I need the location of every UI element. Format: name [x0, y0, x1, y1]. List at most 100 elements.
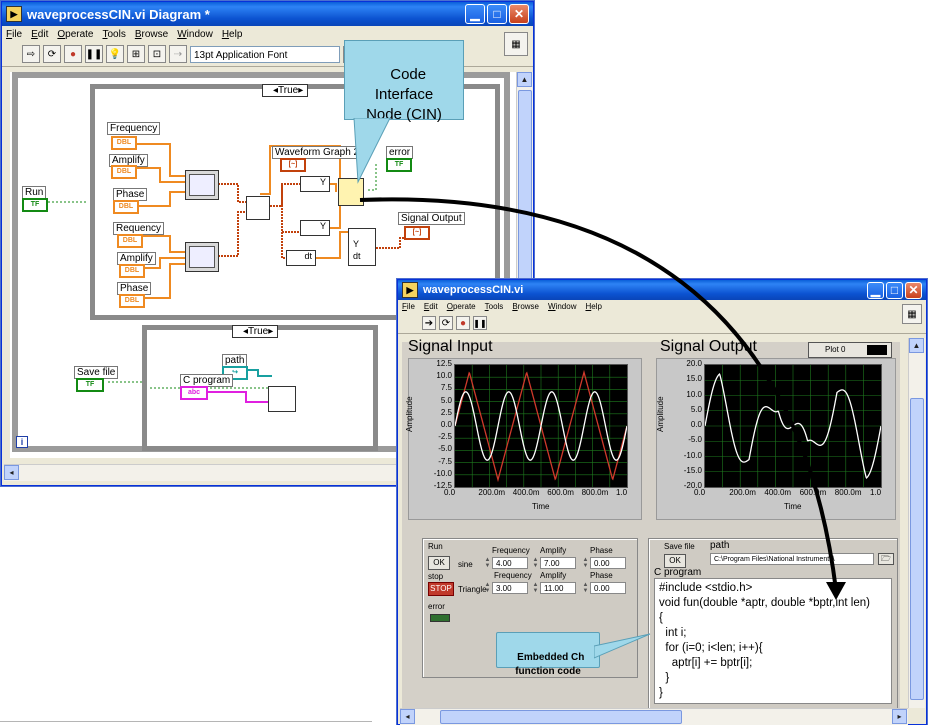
phase2-spinner-icon[interactable]: ▲▼	[582, 582, 589, 594]
run-continuously-icon[interactable]: ⟳	[43, 45, 61, 63]
phase1-spinner-icon[interactable]: ▲▼	[582, 557, 589, 569]
c-program-label: C program	[654, 567, 702, 578]
menu-window[interactable]: Window	[177, 28, 213, 40]
fp-menu-operate[interactable]: Operate	[446, 302, 476, 311]
signal-output-plot[interactable]	[704, 364, 882, 488]
minimize-button[interactable]: ▁	[465, 4, 485, 24]
fp-vi-icon[interactable]: ▦	[902, 304, 922, 324]
menu-operate[interactable]: Operate	[57, 28, 94, 40]
fp-vscroll[interactable]: ▲	[908, 338, 925, 708]
maximize-button[interactable]: □	[487, 4, 507, 24]
y-tick-label: -2.5	[438, 432, 452, 442]
fp-menu-edit[interactable]: Edit	[423, 302, 438, 311]
triangle-waveform-vi[interactable]	[185, 242, 219, 272]
scroll-left-icon[interactable]: ◂	[4, 465, 19, 480]
signal-output-terminal[interactable]: [~]	[404, 226, 430, 240]
font-selector[interactable]: 13pt Application Font	[190, 45, 340, 63]
pause-icon[interactable]: ❚❚	[85, 45, 103, 63]
fp-menu-help[interactable]: Help	[585, 302, 602, 311]
fp-scroll-right-icon[interactable]: ▸	[892, 709, 907, 724]
vi-icon[interactable]: ▦	[504, 32, 528, 56]
menu-help[interactable]: Help	[221, 28, 243, 40]
c-program-terminal[interactable]: abc	[180, 386, 208, 400]
fp-hscroll-thumb[interactable]	[440, 710, 682, 724]
phase-1-input[interactable]: 0.00	[590, 557, 626, 569]
fp-scroll-up-icon[interactable]: ▲	[909, 338, 924, 353]
fp-run-arrow-icon[interactable]: ➔	[422, 316, 436, 330]
get-y-node-2[interactable]: Y	[300, 220, 330, 236]
amp2-spinner-icon[interactable]: ▲▼	[532, 582, 539, 594]
menu-browse[interactable]: Browse	[134, 28, 169, 40]
menu-file[interactable]: File	[6, 28, 23, 40]
build-waveform-node[interactable]: Y dt	[348, 228, 376, 266]
code-interface-node[interactable]	[338, 178, 364, 206]
error-terminal[interactable]: TF	[386, 158, 412, 172]
diagram-menubar: File Edit Operate Tools Browse Window He…	[2, 26, 533, 42]
fp-menu-browse[interactable]: Browse	[512, 302, 539, 311]
amplify-terminal-2[interactable]: DBL	[119, 264, 145, 278]
signal-output-ylabel: Amplitude	[656, 396, 665, 432]
build-array-node[interactable]	[246, 196, 270, 220]
stop-button[interactable]: STOP	[428, 582, 454, 596]
block-diagram[interactable]: ◂True▸ ◂True▸	[10, 72, 522, 458]
fp-run-continuously-icon[interactable]: ⟳	[439, 316, 453, 330]
retain-wire-icon[interactable]: ⊞	[127, 45, 145, 63]
save-file-ok-button[interactable]: OK	[664, 554, 686, 568]
fp-pause-icon[interactable]: ❚❚	[473, 316, 487, 330]
phase-terminal[interactable]: DBL	[113, 200, 139, 214]
frequency-2-input[interactable]: 3.00	[492, 582, 528, 594]
y-tick-label: -7.5	[438, 456, 452, 466]
get-dt-node[interactable]: dt	[286, 250, 316, 266]
amp1-spinner-icon[interactable]: ▲▼	[532, 557, 539, 569]
fp-hscroll[interactable]: ◂ ▸	[400, 708, 908, 725]
amplify-terminal[interactable]: DBL	[111, 165, 137, 179]
run-ok-button[interactable]: OK	[428, 556, 450, 570]
path-terminal[interactable]: ↪	[222, 366, 248, 380]
fp-scroll-left-icon[interactable]: ◂	[400, 709, 415, 724]
run-terminal[interactable]: TF	[22, 198, 48, 212]
diagram-titlebar[interactable]: ▶ waveprocessCIN.vi Diagram * ▁ □ ✕	[2, 2, 533, 26]
highlight-execution-icon[interactable]: 💡	[106, 45, 124, 63]
menu-edit[interactable]: Edit	[31, 28, 49, 40]
get-y-node-1[interactable]: Y	[300, 176, 330, 192]
freq2-spinner-icon[interactable]: ▲▼	[484, 582, 491, 594]
maximize-button-2[interactable]: □	[886, 281, 903, 299]
case-selector-bottom[interactable]: ◂True▸	[232, 325, 278, 338]
run-arrow-icon[interactable]: ⇨	[22, 45, 40, 63]
fp-menu-tools[interactable]: Tools	[484, 302, 504, 311]
save-file-terminal[interactable]: TF	[76, 378, 104, 392]
close-button[interactable]: ✕	[509, 4, 529, 24]
step-over-icon[interactable]: ⇢	[169, 45, 187, 63]
menu-tools[interactable]: Tools	[102, 28, 126, 40]
fp-scroll-thumb[interactable]	[910, 398, 924, 700]
amplify-1-input[interactable]: 7.00	[540, 557, 576, 569]
plot-legend[interactable]: Plot 0	[808, 342, 892, 358]
close-button-2[interactable]: ✕	[905, 281, 922, 299]
signal-input-plot[interactable]	[454, 364, 628, 488]
waveform-graph-2-terminal[interactable]: [~]	[280, 158, 306, 172]
scroll-thumb[interactable]	[518, 90, 532, 292]
freq1-spinner-icon[interactable]: ▲▼	[484, 557, 491, 569]
step-icon[interactable]: ⊡	[148, 45, 166, 63]
abort-icon[interactable]: ●	[64, 45, 82, 63]
case-selector-top[interactable]: ◂True▸	[262, 84, 308, 97]
phase-2-input[interactable]: 0.00	[590, 582, 626, 594]
minimize-button-2[interactable]: ▁	[867, 281, 884, 299]
fp-menu-file[interactable]: File	[402, 302, 415, 311]
y-tick-label: -15.0	[683, 465, 702, 475]
fp-abort-icon[interactable]: ●	[456, 316, 470, 330]
front-panel-titlebar[interactable]: ▶ waveprocessCIN.vi ▁ □ ✕	[398, 280, 926, 300]
scroll-up-icon[interactable]: ▲	[517, 72, 532, 87]
requency-terminal[interactable]: DBL	[117, 234, 143, 248]
sine-waveform-vi[interactable]	[185, 170, 219, 200]
phase-terminal-2[interactable]: DBL	[119, 294, 145, 308]
y-tick-label: 7.5	[440, 383, 452, 393]
write-file-node[interactable]	[268, 386, 296, 412]
frequency-1-input[interactable]: 4.00	[492, 557, 528, 569]
browse-folder-icon[interactable]: 🗁	[878, 553, 894, 565]
fp-menu-window[interactable]: Window	[548, 302, 577, 311]
path-input[interactable]: C:\Program Files\National Instruments\	[710, 553, 874, 565]
c-program-textarea[interactable]: #include <stdio.h> void fun(double *aptr…	[654, 578, 892, 704]
frequency-terminal[interactable]: DBL	[111, 136, 137, 150]
amplify-2-input[interactable]: 11.00	[540, 582, 576, 594]
